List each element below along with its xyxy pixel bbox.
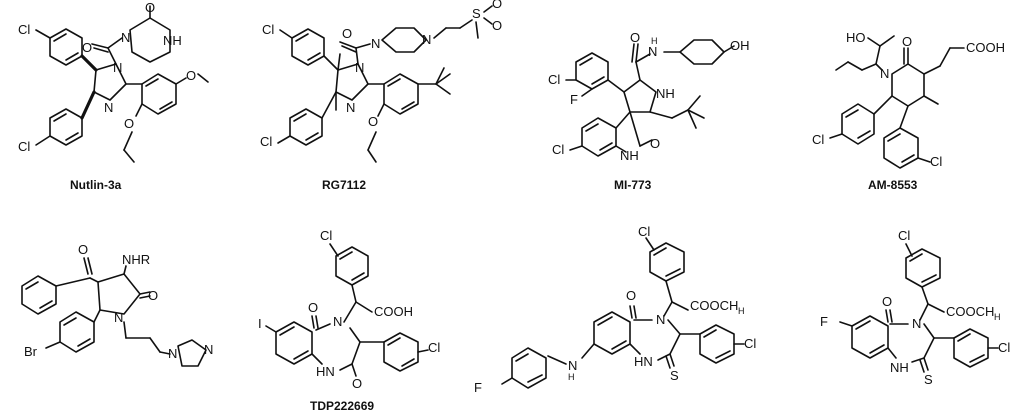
atom-br: Br [24, 344, 38, 359]
atom-n: N [568, 358, 577, 373]
atom-o: O [78, 242, 88, 257]
atom-cf3: F [474, 380, 482, 395]
atom-o: O [368, 114, 378, 129]
atom-ho: HO [846, 30, 866, 45]
compound-label: AM-8553 [868, 178, 918, 192]
atom-o: O [124, 116, 134, 131]
atom-n: N [648, 44, 657, 59]
atom-cooh: COOH [966, 40, 1005, 55]
atom-cl: Cl [552, 142, 564, 157]
atom-cl: Cl [428, 340, 440, 355]
atom-cl: Cl [18, 139, 30, 154]
atom-cooch3: COOCH [690, 298, 738, 313]
atom-cl: Cl [548, 72, 560, 87]
atom-o: O [630, 30, 640, 45]
atom-o: O [82, 40, 92, 55]
compound-label: Nutlin-3a [70, 178, 122, 192]
atom-cl: Cl [812, 132, 824, 147]
atom-cooh: COOH [374, 304, 413, 319]
compound-label: RG7112 [322, 178, 366, 192]
atom-cl: Cl [998, 340, 1010, 355]
atom-n: N [114, 310, 123, 325]
atom-cl: Cl [930, 154, 942, 169]
atom-cooch3: COOCH [946, 304, 994, 319]
atom-o: O [626, 288, 636, 303]
atom-cl: Cl [18, 22, 30, 37]
atom-o: O [492, 0, 502, 11]
atom-n: N [346, 100, 355, 115]
atom-n: N [333, 314, 342, 329]
atom-cl: Cl [260, 134, 272, 149]
atom-o: O [308, 300, 318, 315]
atom-cl: Cl [262, 22, 274, 37]
atom-cf3: F [820, 314, 828, 329]
atom-s: S [472, 6, 481, 21]
atom-nh: NH [163, 33, 182, 48]
atom-o: O [186, 68, 196, 83]
structure-am-8553: HO N O COOH Cl Cl AM-8553 [812, 30, 1005, 192]
compound-label: TDP222669 [310, 399, 374, 413]
atom-nhr: NHR [122, 252, 150, 267]
atom-n: N [113, 60, 122, 75]
atom-n: N [371, 36, 380, 51]
atom-o: O [650, 136, 660, 151]
structure-pyrrolone: NHR O O N Br N N [21, 242, 213, 367]
atom-nh: NH [656, 86, 675, 101]
atom-nh: NH [890, 360, 909, 375]
atom-i: I [258, 316, 262, 331]
structure-nutlin-3a: Cl Cl N N O N O NH O O Nutlin-3a [18, 0, 209, 192]
atom-h: H [994, 312, 1001, 322]
atom-n: N [104, 100, 113, 115]
atom-hn: HN [634, 354, 653, 369]
atom-o: O [902, 34, 912, 49]
atom-f: F [570, 92, 578, 107]
atom-oh: OH [730, 38, 750, 53]
atom-h: H [738, 306, 745, 316]
atom-s: S [670, 368, 679, 383]
atom-o: O [352, 376, 362, 391]
atom-o: O [492, 18, 502, 33]
atom-n: N [204, 342, 213, 357]
compound-label: MI-773 [614, 178, 652, 192]
atom-s: S [924, 372, 933, 387]
atom-n: N [168, 346, 177, 361]
atom-cl: Cl [898, 228, 910, 243]
atom-cl: Cl [744, 336, 756, 351]
atom-nh: NH [620, 148, 639, 163]
atom-h: H [568, 372, 575, 382]
atom-n: N [355, 60, 364, 75]
atom-o: O [145, 0, 155, 15]
atom-h: H [651, 36, 658, 46]
structure-benzodiazepine-thione-1: Cl COOCH H N O HN S Cl N H F [474, 224, 756, 395]
atom-n: N [422, 32, 431, 47]
atom-hn: HN [316, 364, 335, 379]
atom-o: O [342, 26, 352, 41]
atom-cl: Cl [638, 224, 650, 239]
structure-benzodiazepine-thione-2: Cl COOCH H N O F NH S Cl [820, 228, 1010, 387]
atom-n: N [880, 66, 889, 81]
atom-n: N [121, 30, 130, 45]
atom-n: N [656, 312, 665, 327]
structure-tdp222669: Cl COOH N O I HN O Cl TDP222669 [258, 228, 440, 413]
atom-o: O [882, 294, 892, 309]
atom-o: O [148, 288, 158, 303]
structure-rg7112: Cl Cl N N O N N S O O O RG7112 [260, 0, 502, 192]
atom-cl: Cl [320, 228, 332, 243]
structure-mi-773: Cl F O N H OH NH Cl NH O MI-773 [548, 30, 750, 192]
atom-n: N [912, 316, 921, 331]
